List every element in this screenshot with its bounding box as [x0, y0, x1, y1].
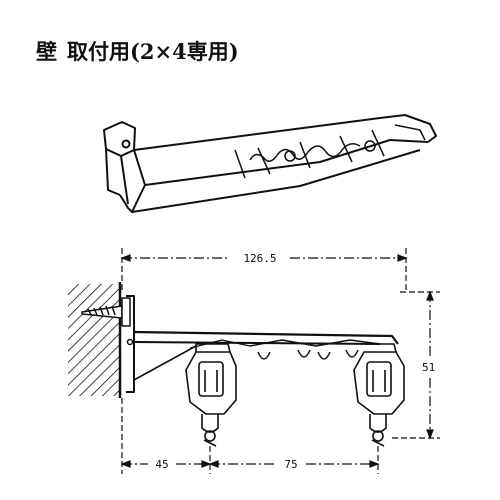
dimension-lines [120, 248, 440, 474]
bracket-side-view [68, 282, 405, 447]
runner-right [353, 343, 405, 447]
title-mounting: 取付用(2×4専用) [67, 39, 239, 64]
wall-hatch [68, 284, 120, 396]
dimension-runner-spacing: 75 [284, 458, 297, 471]
dimension-height: 51 [422, 361, 435, 374]
runner-left [185, 343, 237, 447]
dimension-overall-width: 126.5 [243, 252, 276, 265]
title-location: 壁 [36, 39, 57, 64]
bracket-perspective-view [103, 114, 437, 213]
diagram-title: 壁取付用(2×4専用) [36, 36, 239, 66]
screw-icon [81, 297, 131, 327]
dimension-wall-to-runner: 45 [155, 458, 168, 471]
